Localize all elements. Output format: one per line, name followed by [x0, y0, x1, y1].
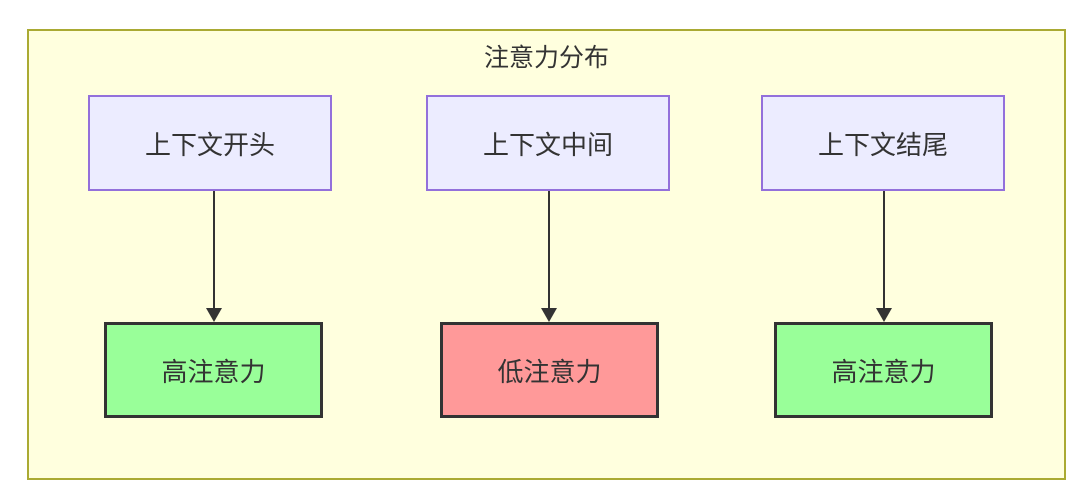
context-end-label: 上下文结尾 [817, 129, 948, 160]
attention-result-node: 高注意力 [104, 322, 323, 418]
context-middle-node: 上下文中间 [426, 95, 670, 191]
attention-result-label: 低注意力 [497, 356, 602, 387]
context-end-node: 上下文结尾 [761, 95, 1005, 191]
arrow-line-end [883, 191, 885, 309]
arrowhead-down-icon [876, 308, 892, 322]
arrowhead-down-icon [541, 308, 557, 322]
attention-result-node: 低注意力 [440, 322, 659, 418]
attention-result-node: 高注意力 [774, 322, 993, 418]
context-middle-label: 上下文中间 [482, 129, 613, 160]
arrow-line-middle [548, 191, 550, 309]
arrowhead-down-icon [206, 308, 222, 322]
context-start-label: 上下文开头 [144, 129, 275, 160]
attention-distribution-subgraph: 注意力分布 上下文开头 上下文中间 上下文结尾 高注意力 低注意力 高注意力 [27, 29, 1066, 480]
arrow-line-start [213, 191, 215, 309]
attention-result-label: 高注意力 [161, 356, 266, 387]
attention-result-label: 高注意力 [831, 356, 936, 387]
context-start-node: 上下文开头 [88, 95, 332, 191]
diagram-title: 注意力分布 [483, 44, 609, 72]
